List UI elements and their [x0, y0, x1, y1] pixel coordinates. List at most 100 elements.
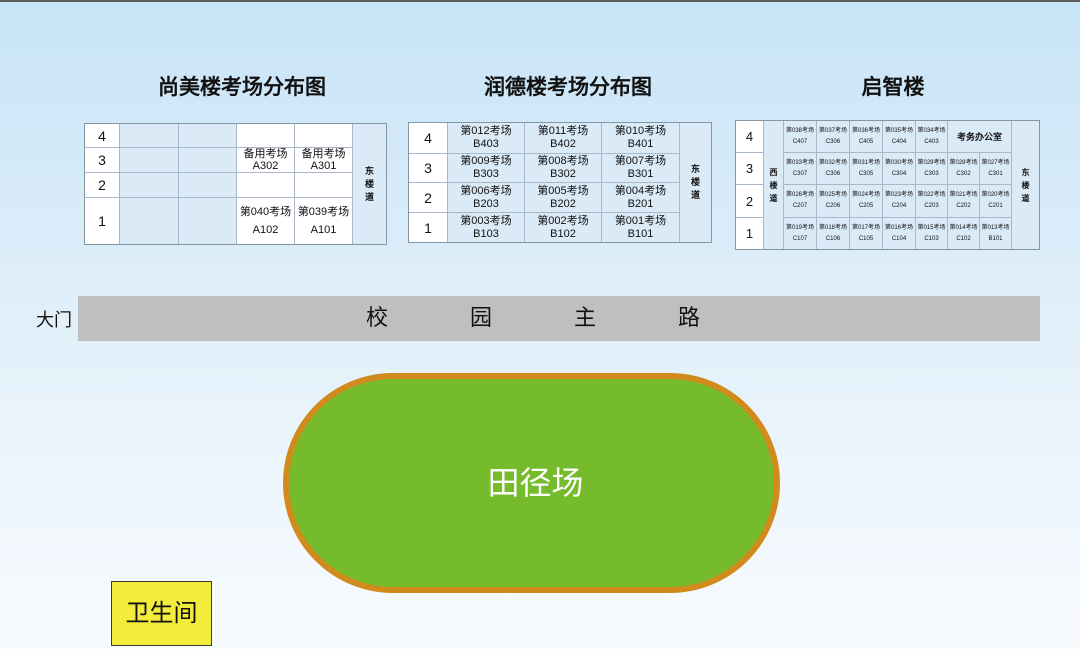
empty-cell: [237, 124, 294, 147]
exam-room-label: 第019考场: [785, 224, 814, 231]
exam-room-label: 第025考场: [818, 192, 847, 198]
classroom-code: C202: [956, 203, 971, 209]
classroom-code: C103: [924, 235, 939, 242]
restroom: 卫生间: [111, 581, 212, 646]
floor-number: 1: [409, 213, 447, 242]
classroom-code: C102: [956, 235, 971, 242]
qizhi-building-title: 启智楼: [861, 74, 925, 99]
exam-room-label: 第031考场: [851, 159, 880, 166]
exam-room-label: 第016考场: [884, 224, 913, 231]
exam-room-cell: 第025考场 C206: [817, 185, 849, 217]
exam-room-cell: 第036考场 C405: [850, 121, 882, 152]
exam-room-label: 第023考场: [884, 192, 913, 198]
classroom-code: C405: [858, 138, 874, 145]
exam-room-label: 第001考场: [614, 214, 667, 227]
exam-room-label: 第010考场: [614, 125, 667, 137]
campus-main-road: 校园主路: [78, 296, 1040, 341]
exam-room-label: 第036考场: [851, 127, 880, 134]
classroom-code: C106: [825, 235, 841, 242]
exam-room-label: 第014考场: [949, 224, 978, 231]
classroom-code: B101: [627, 227, 654, 240]
classroom-code: C206: [825, 203, 841, 209]
exam-room-cell: 备用考场 A301: [295, 148, 352, 172]
exam-room-cell: 第039考场 A101: [295, 198, 352, 244]
exam-room-cell: 第040考场 A102: [237, 198, 294, 244]
floor-number: 1: [736, 218, 763, 249]
floor-number: 4: [409, 123, 447, 153]
east-stairwell-label: 东楼道: [364, 165, 374, 202]
floor-number: 2: [409, 183, 447, 212]
exam-room-label: 第018考场: [818, 224, 847, 231]
exam-room-label: 第024考场: [851, 192, 880, 198]
classroom-code: B102: [550, 227, 576, 240]
empty-cell: [179, 173, 236, 197]
classroom-code: C305: [858, 170, 874, 177]
exam-room-label: 第040考场: [239, 206, 292, 218]
exam-room-label: 第035考场: [884, 127, 913, 134]
classroom-code: C403: [924, 138, 939, 145]
exam-room-cell: 第037考场 C306: [817, 121, 849, 152]
classroom-code: C307: [792, 170, 808, 177]
exam-office: 考务办公室: [948, 121, 1011, 152]
exam-room-label: 第017考场: [851, 224, 880, 231]
exam-room-label: 第030考场: [884, 159, 913, 166]
empty-cell: [120, 198, 178, 244]
east-stairwell-label: 东楼道: [690, 164, 700, 200]
classroom-code: B401: [627, 138, 654, 150]
exam-room-label: 第032考场: [818, 159, 847, 166]
exam-office-label: 考务办公室: [956, 132, 1002, 142]
east-stairwell: 东楼道: [1012, 121, 1039, 249]
exam-room-label: 第027考场: [981, 159, 1010, 166]
main-gate-label: 大门: [36, 310, 72, 330]
exam-room-label: 第003考场: [460, 214, 512, 227]
classroom-code: C303: [924, 170, 939, 177]
exam-room-label: 第011考场: [537, 125, 589, 137]
exam-room-label: 第039考场: [297, 206, 350, 218]
exam-room-label: 第021考场: [949, 192, 978, 198]
exam-room-label: 第013考场: [981, 224, 1010, 231]
exam-room-cell: 第014考场 C102: [948, 218, 979, 249]
exam-room-label: 第006考场: [460, 184, 512, 197]
exam-room-label: 第020考场: [981, 192, 1010, 198]
exam-room-label: 第037考场: [818, 127, 847, 134]
runde-building-title: 润德楼考场分布图: [484, 74, 652, 99]
east-stairwell: 东楼道: [353, 124, 386, 244]
exam-room-label: 第029考场: [917, 159, 946, 166]
classroom-code: A301: [310, 160, 337, 172]
empty-cell: [179, 148, 236, 172]
floor-number: 2: [85, 173, 119, 197]
classroom-code: B402: [550, 138, 576, 150]
west-stairwell: 西楼道: [764, 121, 783, 249]
classroom-code: C306: [825, 170, 841, 177]
exam-room-cell: 第029考场 C303: [916, 153, 947, 184]
exam-room-label: 第004考场: [614, 184, 667, 197]
classroom-code: C306: [825, 138, 841, 145]
classroom-code: C301: [988, 170, 1003, 177]
empty-cell: [295, 173, 352, 197]
exam-room-cell: 第018考场 C106: [817, 218, 849, 249]
classroom-code: B301: [627, 168, 654, 180]
exam-room-cell: 第027考场 C301: [980, 153, 1011, 184]
empty-cell: [179, 124, 236, 147]
empty-cell: [237, 173, 294, 197]
west-stairwell-label: 西楼道: [769, 167, 778, 203]
classroom-code: C104: [891, 235, 907, 242]
